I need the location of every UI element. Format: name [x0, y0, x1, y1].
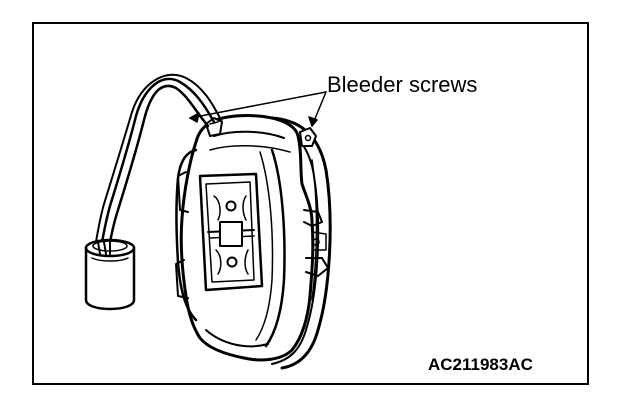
fluid-container: [84, 238, 136, 311]
figure-frame: [32, 22, 589, 385]
figure-id-label: AC211983AC: [428, 355, 533, 374]
brake-pad-window: [198, 172, 264, 292]
bleeder-screw-right: [299, 127, 317, 147]
caliper-mounting-bolts: [303, 209, 329, 277]
callout-label-bleeder-screws: Bleeder screws: [327, 72, 478, 97]
callout-leader-lines: [189, 91, 327, 127]
bleeder-hose: [95, 73, 223, 244]
